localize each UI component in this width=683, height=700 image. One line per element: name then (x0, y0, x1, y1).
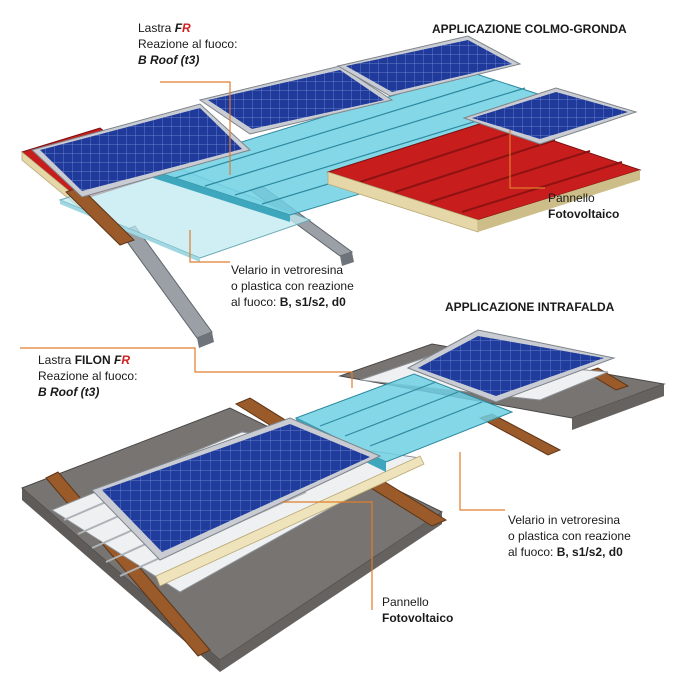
top-roof-illustration (20, 35, 642, 348)
top-velario-label: Velario in vetroresina o plastica con re… (231, 262, 354, 310)
solar-panel (336, 35, 522, 97)
sheet-label-line3: B Roof (t3) (38, 385, 100, 399)
solar-panel (462, 87, 638, 145)
sheet-label-line2: Reazione al fuoco: (38, 369, 138, 383)
sheet-label-prefix: Lastra (138, 21, 175, 35)
sheet-label-line2: Reazione al fuoco: (138, 37, 238, 51)
leader-line-sheet (160, 81, 231, 175)
red-sandwich-panel-right (326, 119, 642, 233)
leader-line-panel (509, 130, 545, 189)
leader-line-velario (189, 230, 230, 263)
velario-label-line1: Velario in vetroresina (508, 513, 621, 527)
top-sheet-label: Lastra FR Reazione al fuoco: B Roof (t3) (138, 20, 237, 68)
sheet-label-fr-r: R (121, 353, 131, 367)
bottom-velario-label: Velario in vetroresina o plastica con re… (508, 512, 631, 560)
velario-label-line3-prefix: al fuoco: (508, 545, 557, 559)
bottom-panel-label: Pannello Fotovoltaico (382, 594, 453, 626)
bottom-sheet-label: Lastra FILON FR Reazione al fuoco: B Roo… (38, 352, 137, 400)
sheet-label-line1: Lastra FR (138, 20, 237, 36)
bottom-roof-illustration (20, 329, 666, 672)
top-panel-label: Pannello Fotovoltaico (548, 190, 619, 222)
velario-label-line2: o plastica con reazione (508, 529, 631, 543)
leader-lines-top (160, 81, 545, 263)
panel-label-line1: Pannello (548, 191, 595, 205)
sheet-label-fr-f: F (174, 21, 183, 35)
sheet-label-prefix: Lastra (38, 353, 75, 367)
velario-label-line3-prefix: al fuoco: (231, 295, 280, 309)
sheet-label-line3: B Roof (t3) (138, 53, 200, 67)
solar-panel (31, 103, 251, 198)
solar-panel (198, 65, 394, 135)
sheet-label-fr-f: F (114, 353, 122, 367)
leader-line-velario (459, 452, 505, 511)
velario-label-line1: Velario in vetroresina (231, 263, 344, 277)
velario-label-line3-value: B, s1/s2, d0 (556, 545, 623, 559)
solar-panel (91, 417, 382, 561)
velario-label-line2: o plastica con reazione (231, 279, 354, 293)
bottom-section-title: APPLICAZIONE INTRAFALDA (445, 300, 615, 314)
panel-label-line2: Fotovoltaico (382, 611, 454, 625)
top-section-title: APPLICAZIONE COLMO-GRONDA (432, 22, 627, 36)
velario-label-line3-value: B, s1/s2, d0 (279, 295, 346, 309)
leader-lines-bottom (20, 347, 505, 610)
sheet-label-brand: FILON (74, 353, 115, 367)
leader-line-panel (282, 501, 373, 610)
solar-panel (406, 329, 616, 403)
leader-line-sheet (20, 347, 353, 388)
sheet-label-fr-r: R (182, 21, 191, 35)
timber-edge-board (155, 455, 425, 587)
panel-label-line1: Pannello (382, 595, 429, 609)
panel-label-line2: Fotovoltaico (548, 207, 620, 221)
